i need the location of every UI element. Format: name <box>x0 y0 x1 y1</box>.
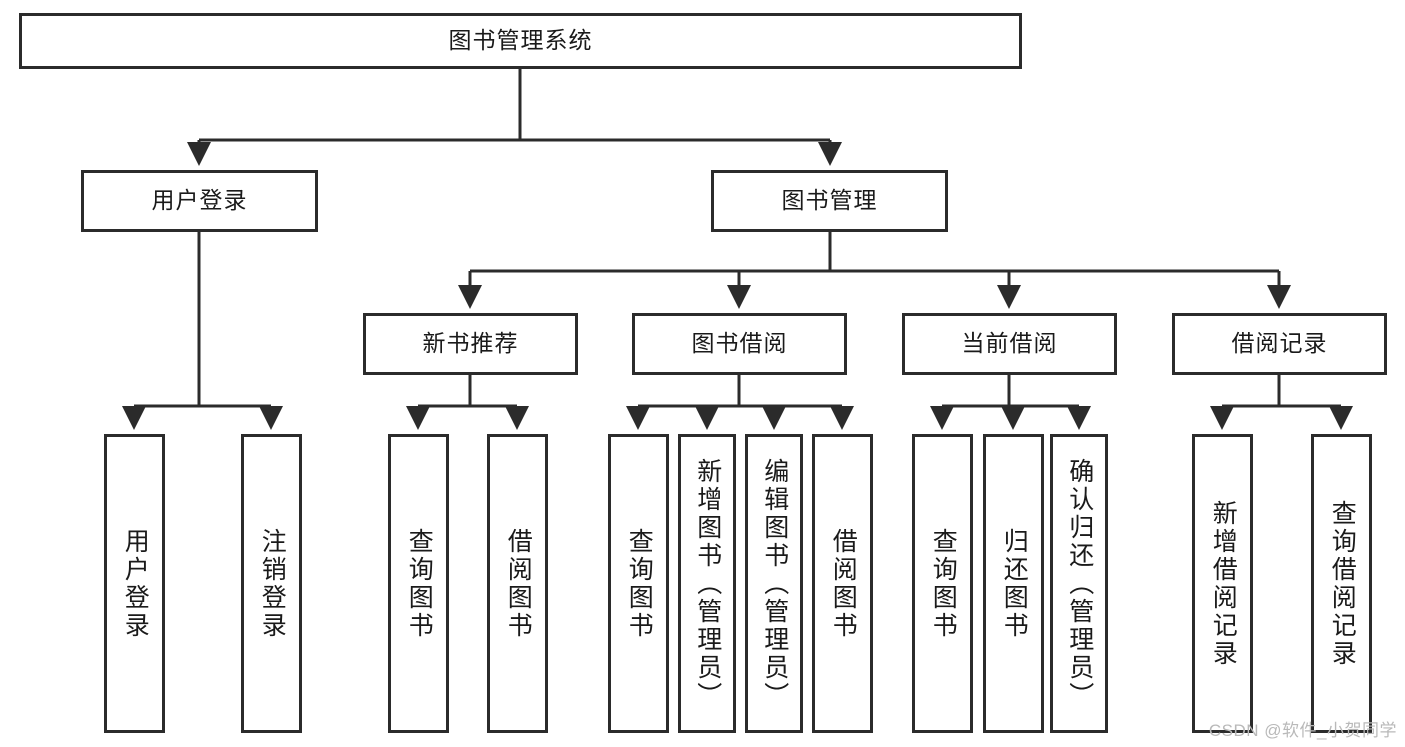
node-leaf-confirm-return-admin[interactable]: 确认归还（管理员） <box>1050 434 1108 733</box>
node-leaf-edit-book-admin-label: 编辑图书（管理员） <box>760 457 789 710</box>
node-book-management-label: 图书管理 <box>781 187 878 214</box>
node-book-borrow-label: 图书借阅 <box>691 330 788 357</box>
node-leaf-user-login-label: 用户登录 <box>121 527 150 640</box>
node-book-borrow[interactable]: 图书借阅 <box>632 313 847 375</box>
node-borrow-records[interactable]: 借阅记录 <box>1172 313 1387 375</box>
node-leaf-query-borrow-record[interactable]: 查询借阅记录 <box>1311 434 1372 733</box>
node-leaf-confirm-return-admin-label: 确认归还（管理员） <box>1065 457 1094 710</box>
node-leaf-logout[interactable]: 注销登录 <box>241 434 302 733</box>
node-root-label: 图书管理系统 <box>448 27 593 54</box>
node-leaf-borrow-book-recommend[interactable]: 借阅图书 <box>487 434 548 733</box>
node-leaf-add-book-admin-label: 新增图书（管理员） <box>693 457 722 710</box>
node-leaf-query-book-borrow[interactable]: 查询图书 <box>608 434 669 733</box>
node-leaf-borrow-book-label: 借阅图书 <box>829 527 858 640</box>
node-new-book-recommend-label: 新书推荐 <box>422 330 519 357</box>
node-new-book-recommend[interactable]: 新书推荐 <box>363 313 578 375</box>
node-leaf-borrow-book-recommend-label: 借阅图书 <box>504 527 533 640</box>
watermark: CSDN @软件_小贺同学 <box>1208 721 1397 740</box>
node-leaf-query-book-current[interactable]: 查询图书 <box>912 434 973 733</box>
node-user-login-label: 用户登录 <box>151 187 248 214</box>
node-leaf-return-book[interactable]: 归还图书 <box>983 434 1044 733</box>
node-leaf-query-book-current-label: 查询图书 <box>929 527 958 640</box>
node-user-login[interactable]: 用户登录 <box>81 170 318 232</box>
node-leaf-user-login[interactable]: 用户登录 <box>104 434 165 733</box>
node-leaf-query-book-borrow-label: 查询图书 <box>625 527 654 640</box>
node-root[interactable]: 图书管理系统 <box>19 13 1022 69</box>
node-leaf-borrow-book[interactable]: 借阅图书 <box>812 434 873 733</box>
node-leaf-query-book-recommend-label: 查询图书 <box>405 527 434 640</box>
node-leaf-add-borrow-record[interactable]: 新增借阅记录 <box>1192 434 1253 733</box>
node-leaf-edit-book-admin[interactable]: 编辑图书（管理员） <box>745 434 803 733</box>
node-leaf-return-book-label: 归还图书 <box>1000 527 1029 640</box>
node-leaf-logout-label: 注销登录 <box>258 527 287 640</box>
node-leaf-add-book-admin[interactable]: 新增图书（管理员） <box>678 434 736 733</box>
node-borrow-records-label: 借阅记录 <box>1231 330 1328 357</box>
node-current-borrow-label: 当前借阅 <box>961 330 1058 357</box>
node-leaf-add-borrow-record-label: 新增借阅记录 <box>1209 499 1238 668</box>
node-leaf-query-borrow-record-label: 查询借阅记录 <box>1328 499 1357 668</box>
node-leaf-query-book-recommend[interactable]: 查询图书 <box>388 434 449 733</box>
node-book-management[interactable]: 图书管理 <box>711 170 948 232</box>
node-current-borrow[interactable]: 当前借阅 <box>902 313 1117 375</box>
